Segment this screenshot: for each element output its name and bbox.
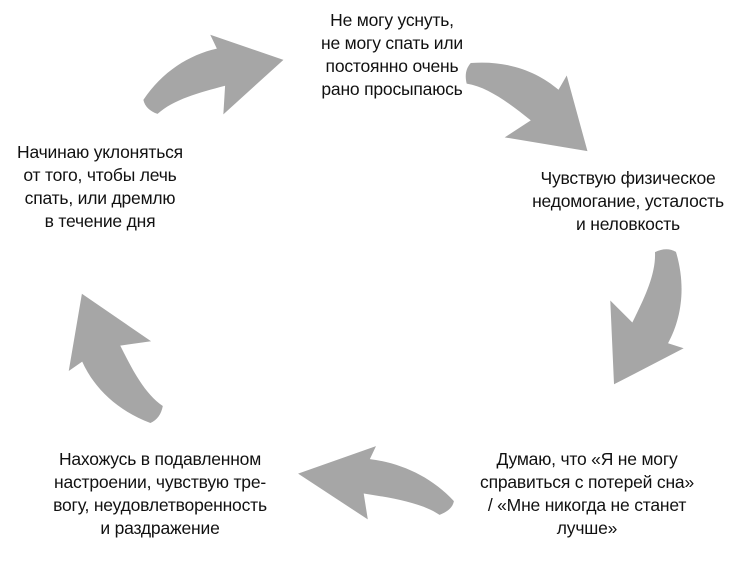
arrow-sleeplessness-to-discomfort-icon — [465, 62, 588, 152]
node-physical-discomfort: Чувствую физическое недомогание, усталос… — [532, 168, 724, 234]
arrow-discomfort-to-thoughts-icon — [610, 249, 684, 385]
node-sleep-avoidance: Начинаю уклоняться от того, чтобы лечь с… — [17, 142, 183, 231]
node-low-mood: Нахожусь в подавленном настроении, чувст… — [53, 449, 267, 538]
arrow-avoidance-to-sleeplessness-icon — [143, 34, 284, 115]
arrow-thoughts-to-mood-icon — [298, 446, 454, 520]
node-sleeplessness: Не могу уснуть, не могу спать или постоя… — [321, 10, 463, 99]
node-catastrophic-thoughts: Думаю, что «Я не могу справиться с потер… — [480, 449, 694, 538]
arrow-mood-to-avoidance-icon — [68, 293, 163, 423]
